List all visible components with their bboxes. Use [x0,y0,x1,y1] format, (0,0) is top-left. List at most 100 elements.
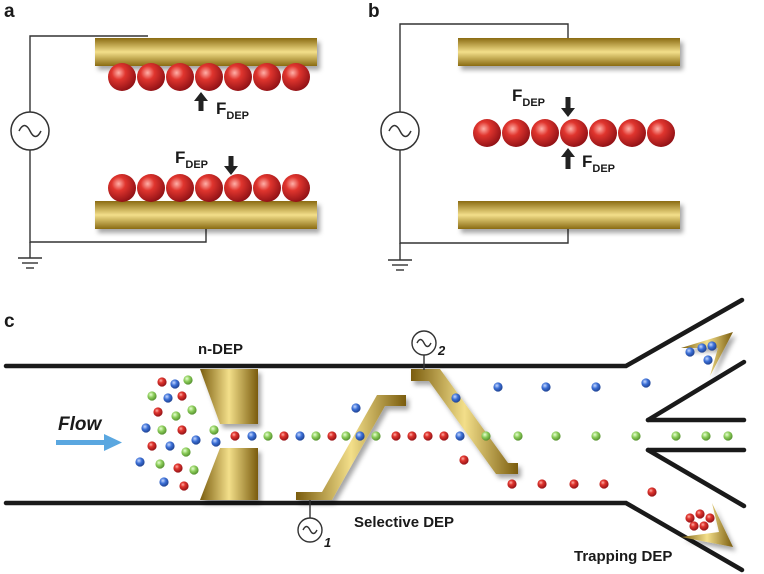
ac-source-icon [10,111,50,151]
particle-red [157,377,167,387]
particle-red [230,431,240,441]
bead [108,63,136,91]
trapping-electrode-top [681,332,733,376]
particle-red [423,431,433,441]
panel-b-circuit [399,23,569,260]
particle-red [507,479,517,489]
particle-green [189,465,199,475]
particle-chain-bottom [108,174,310,202]
particle-chain-center [473,119,675,147]
particle-red [685,513,695,523]
particle-red [647,487,657,497]
particle-green [181,447,191,457]
particle-blue [170,379,180,389]
panel-label-b: b [368,1,380,22]
particle-red [327,431,337,441]
bead [195,174,223,202]
particle-red [699,521,709,531]
force-arrow-icon [224,156,238,175]
particle-red [439,431,449,441]
particle-red [173,463,183,473]
ground-icon [388,259,412,271]
bead [166,174,194,202]
particle-blue [455,431,465,441]
particle-blue [707,341,717,351]
bead [647,119,675,147]
particle-blue [641,378,651,388]
panel-label-c: c [4,311,15,332]
particle-blue [141,423,151,433]
bead [224,63,252,91]
particle-green [513,431,523,441]
force-label-down: FDEP [512,86,545,109]
microfluidic-channel [3,297,747,573]
particle-green [157,425,167,435]
particle-green [155,459,165,469]
bead [137,63,165,91]
particle-blue [191,435,201,445]
particle-blue [685,347,695,357]
bead [166,63,194,91]
particle-green [591,431,601,441]
particle-blue [247,431,257,441]
particle-red [391,431,401,441]
top-electrode [458,38,680,66]
particle-red [695,509,705,519]
panel-label-a: a [4,1,15,22]
force-label-down: FDEP [175,148,208,171]
ac-source-2: 2 [411,330,446,370]
particle-red [569,479,579,489]
particle-blue [451,393,461,403]
particle-red [147,441,157,451]
particle-red [537,479,547,489]
particle-chain-top [108,63,310,91]
ground-icon [18,257,42,269]
bottom-electrode [458,201,680,229]
particle-green [311,431,321,441]
bottom-electrode [95,201,317,229]
ac-source-2-label: 2 [437,343,446,358]
particle-green [723,431,733,441]
particle-blue [703,355,713,365]
particle-green [187,405,197,415]
selective-electrode-1 [296,395,406,500]
particle-green [371,431,381,441]
particle-red [177,425,187,435]
particle-red [177,391,187,401]
particle-blue [697,343,707,353]
bead [108,174,136,202]
particle-blue [163,393,173,403]
particle-red [599,479,609,489]
particles-panel-c [135,341,733,531]
particle-red [689,521,699,531]
ac-source-1-label: 1 [324,535,331,550]
particle-green [551,431,561,441]
flow-label: Flow [58,414,102,435]
particle-green [263,431,273,441]
trapping-electrode-bottom [681,503,733,547]
particle-red [407,431,417,441]
bead [195,63,223,91]
flow-arrow-icon [56,434,122,451]
particle-green [209,425,219,435]
particle-red [153,407,163,417]
particle-green [183,375,193,385]
particle-green [341,431,351,441]
particle-blue [165,441,175,451]
ac-source-icon [380,111,420,151]
particle-red [279,431,289,441]
bead [618,119,646,147]
particle-red [179,481,189,491]
particle-red [459,455,469,465]
force-label-up: FDEP [582,152,615,175]
particle-green [671,431,681,441]
force-arrow-icon [561,148,575,169]
bead [253,174,281,202]
particle-green [147,391,157,401]
particle-blue [135,457,145,467]
force-label-up: FDEP [216,99,249,122]
particle-green [481,431,491,441]
particle-green [171,411,181,421]
particle-blue [351,403,361,413]
